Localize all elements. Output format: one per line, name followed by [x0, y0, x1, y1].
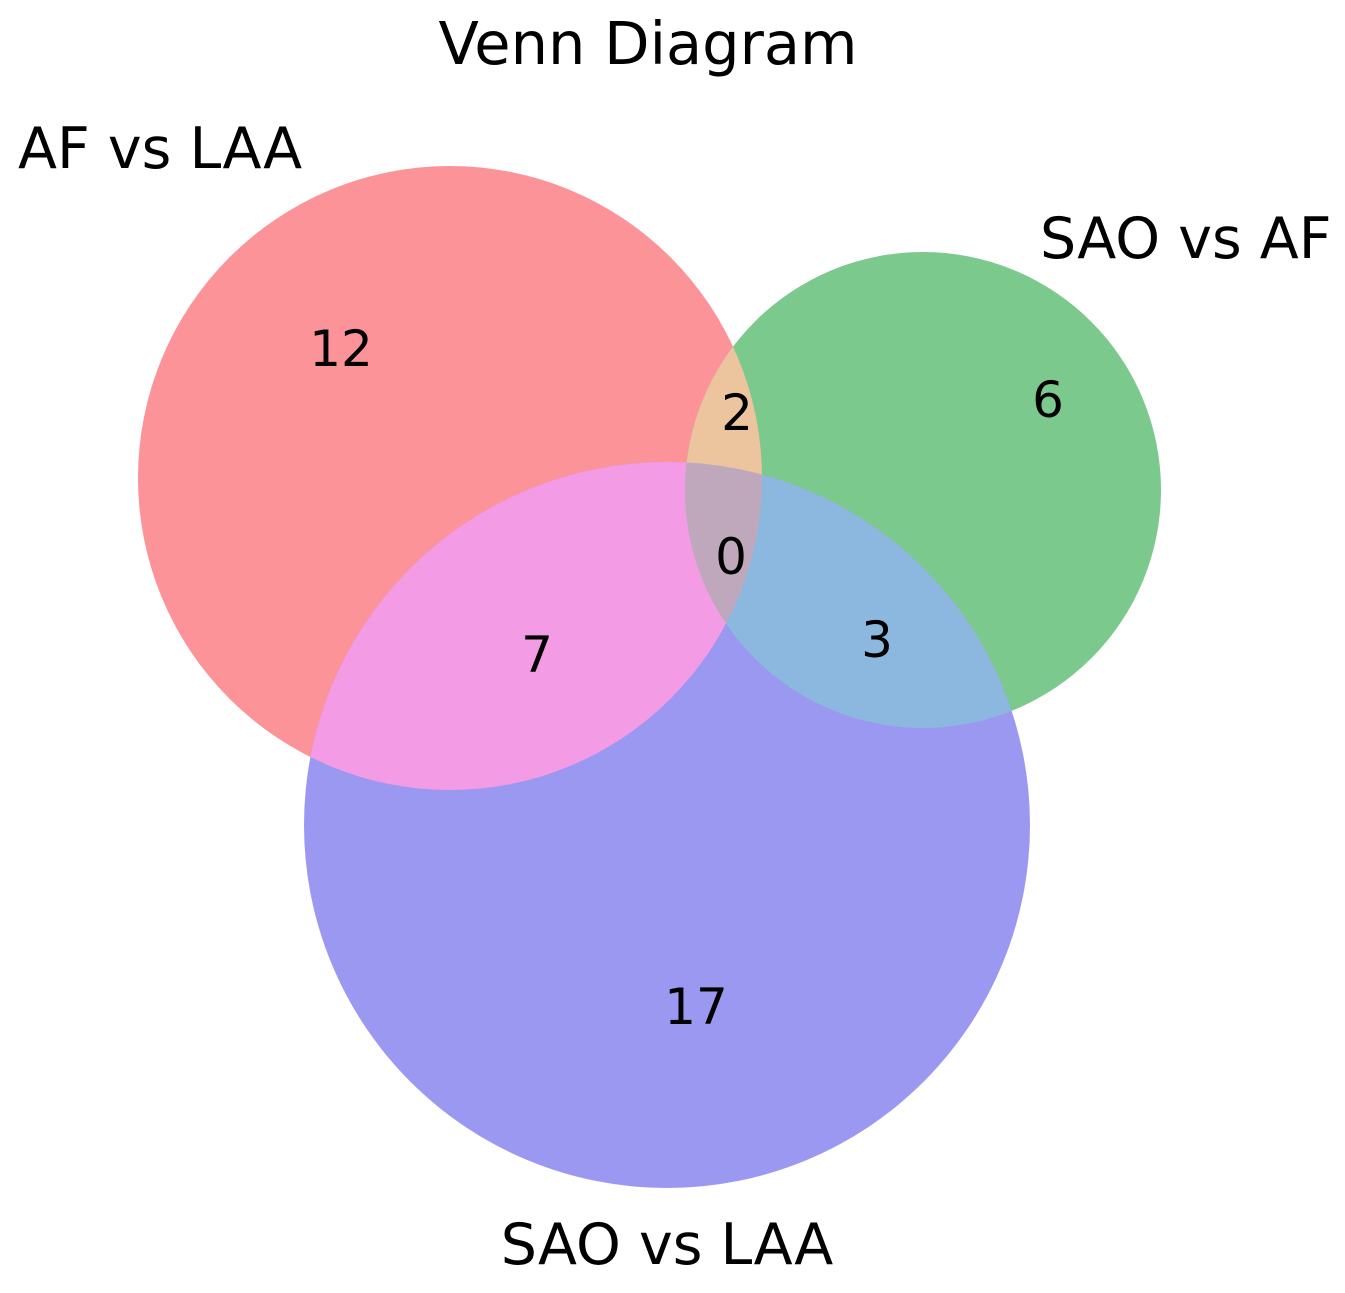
- diagram-title: Venn Diagram: [438, 9, 858, 78]
- set-label-af-vs-laa: AF vs LAA: [18, 116, 303, 182]
- count-sao-laa-only: 17: [664, 978, 728, 1036]
- count-all-three: 0: [715, 528, 747, 586]
- count-sao-af-and-sao-laa: 3: [861, 611, 893, 669]
- count-af-laa-only: 12: [309, 320, 373, 378]
- set-label-sao-vs-laa: SAO vs LAA: [500, 1212, 834, 1278]
- set-label-sao-vs-af: SAO vs AF: [1040, 206, 1332, 272]
- region-sao-af-and-sao-laa: [685, 462, 1030, 728]
- count-sao-af-only: 6: [1032, 371, 1064, 429]
- count-af-laa-and-sao-laa: 7: [521, 626, 553, 684]
- region-af-laa-and-sao-laa: [304, 462, 762, 790]
- count-af-laa-and-sao-af: 2: [721, 384, 753, 442]
